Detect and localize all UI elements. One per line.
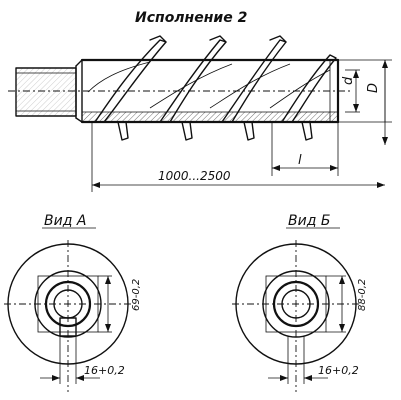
label-length: 1000...2500 <box>158 169 231 183</box>
label-D: D <box>366 83 381 93</box>
label-l: l <box>298 153 302 168</box>
dim-a-width: 16+0,2 <box>84 364 125 377</box>
view-b: Вид Б 88-0,2 16+0,2 <box>232 213 368 392</box>
auger-side-view: d D l 1000...2500 <box>8 35 392 192</box>
threaded-end <box>15 59 83 123</box>
label-d: d <box>341 76 356 85</box>
view-a-title: Вид А <box>44 213 86 229</box>
diameter-dimensions: d D <box>338 59 392 145</box>
pitch-dimension: l <box>271 122 339 176</box>
view-a: Вид А 69-0,2 16+0,2 <box>4 213 142 392</box>
drawing-title: Исполнение 2 <box>135 10 247 26</box>
helical-flights <box>87 35 337 141</box>
dim-b-vertical: 88-0,2 <box>357 279 368 311</box>
view-b-title: Вид Б <box>288 213 330 229</box>
dim-b-width: 16+0,2 <box>318 364 359 377</box>
length-dimension: 1000...2500 <box>91 122 385 192</box>
dim-a-vertical: 69-0,2 <box>131 279 142 311</box>
